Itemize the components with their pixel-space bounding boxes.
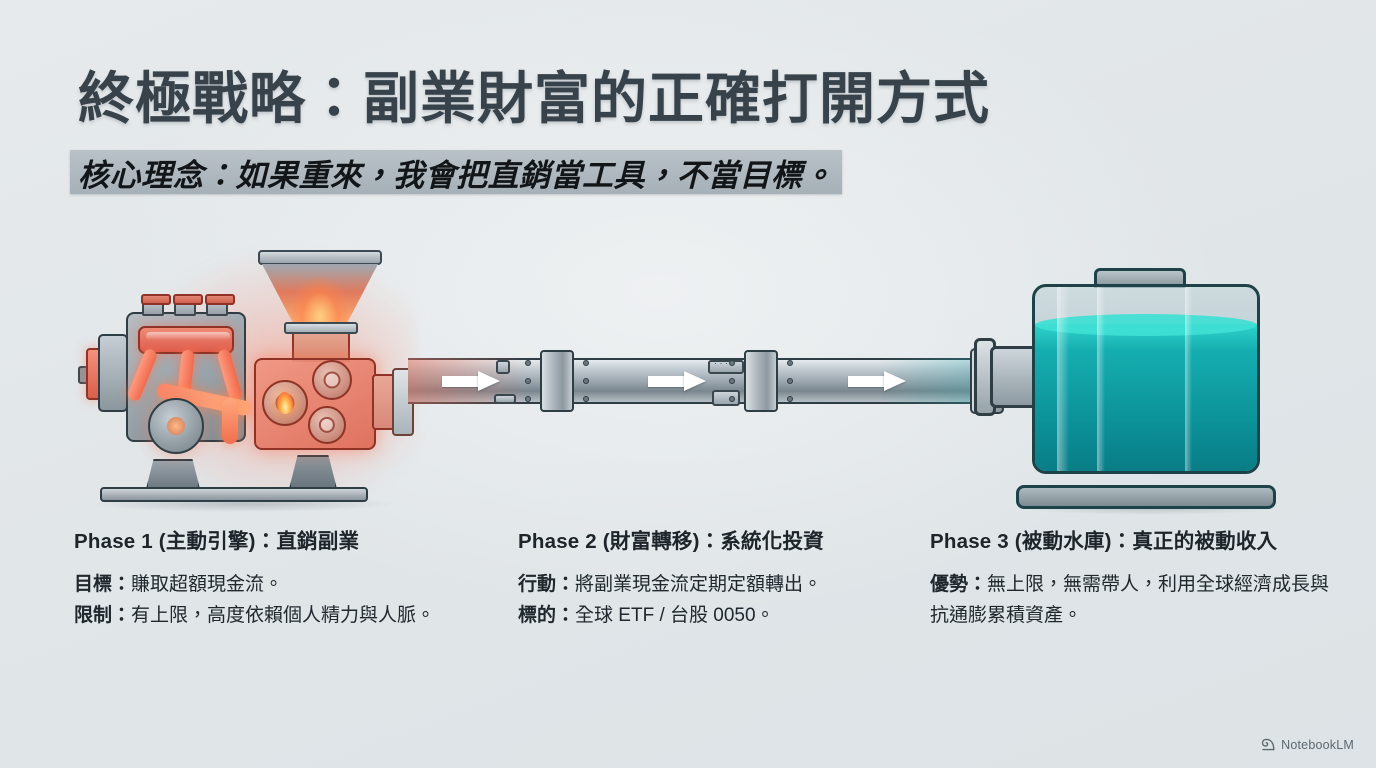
- phase-3-line-1-label: 優勢：: [930, 574, 988, 595]
- phase-2-line-1-text: 將副業現金流定期定額轉出。: [575, 574, 823, 595]
- flow-arrow-icon-2: [648, 371, 706, 391]
- phase-2-line-2-label: 標的：: [518, 604, 576, 626]
- notebooklm-label: NotebookLM: [1281, 737, 1354, 752]
- phase-1-line-1-text: 賺取超額現金流。: [131, 574, 284, 595]
- flow-arrow-icon-3: [848, 371, 906, 391]
- phase-3-line-1: 優勢：無上限，無需帶人，利用全球經濟成長與抗通膨累積資產。: [930, 570, 1330, 632]
- engine-hopper-glow: [292, 278, 348, 326]
- engine-base-plate: [100, 487, 368, 502]
- reservoir-liquid: [1035, 313, 1257, 471]
- pipeline-bolts-3: [724, 354, 740, 408]
- gear-icon-medium: [312, 360, 352, 400]
- reservoir-highlight-1: [1057, 287, 1069, 471]
- engine-hopper-rim: [258, 250, 382, 265]
- phase-1-line-1-label: 目標：: [74, 574, 132, 595]
- reservoir-highlight-3: [1185, 287, 1192, 471]
- pipeline-fitting-2: [494, 394, 516, 404]
- pipeline-flange-2: [744, 350, 778, 412]
- phase-2-line-2: 標的：全球 ETF / 台股 0050。: [518, 601, 918, 632]
- phase-1-line-2-label: 限制：: [74, 604, 132, 626]
- engine-fan-housing: [98, 334, 128, 412]
- phase-3-heading: Phase 3 (被動水庫)：真正的被動收入: [930, 530, 1278, 553]
- reservoir-illustration: [974, 268, 1282, 515]
- phase-1-line-1: 目標：賺取超額現金流。: [74, 570, 464, 601]
- phase-2-line-1-label: 行動：: [518, 574, 576, 595]
- engine-illustration: [78, 240, 416, 512]
- flow-arrow-icon-1: [442, 371, 500, 391]
- phase-2-line-2-text: 全球 ETF / 台股 0050。: [575, 604, 775, 626]
- manifold-pipe-3: [216, 348, 244, 402]
- reservoir-body: [1032, 284, 1260, 474]
- notebooklm-spiral-icon: [1261, 737, 1276, 752]
- process-illustration: [0, 228, 1376, 518]
- pipeline-bolts-4: [782, 354, 798, 408]
- engine-leg-left: [146, 459, 200, 489]
- pipeline-bolts-1: [520, 354, 536, 408]
- pipeline-illustration: [408, 348, 1008, 414]
- phase-1-heading: Phase 1 (主動引擎)：直銷副業: [74, 530, 360, 553]
- gear-icon-small: [308, 406, 346, 444]
- pipeline-fitting-4: [712, 390, 740, 406]
- manifold-downpipe: [222, 398, 238, 444]
- subtitle-highlight-bar: 核心理念：如果重來，我會把直銷當工具，不當目標。: [70, 150, 842, 194]
- page-title: 終極戰略：副業財富的正確打開方式: [78, 67, 990, 130]
- phase-column-1: Phase 1 (主動引擎)：直銷副業 目標：賺取超額現金流。 限制：有上限，高…: [74, 524, 464, 632]
- reservoir-highlight-2: [1097, 287, 1105, 471]
- phase-1-line-2-text: 有上限，高度依賴個人精力與人脈。: [131, 604, 436, 626]
- phase-2-heading: Phase 2 (財富轉移)：系統化投資: [518, 530, 824, 553]
- engine-hopper-collar: [284, 322, 358, 334]
- engine-cylinder-3: [205, 294, 235, 316]
- engine-cylinder-1: [141, 294, 171, 316]
- phase-column-3: Phase 3 (被動水庫)：真正的被動收入 優勢：無上限，無需帶人，利用全球經…: [930, 524, 1330, 632]
- subtitle-text: 核心理念：如果重來，我會把直銷當工具，不當目標。: [78, 157, 834, 193]
- engine-pulley: [148, 398, 204, 454]
- pipeline-fitting-3: [708, 358, 744, 374]
- pipeline-fitting-1: [496, 360, 510, 374]
- engine-cylinder-2: [173, 294, 203, 316]
- pipeline-flange-1: [540, 350, 574, 412]
- engine-exhaust-manifold: [126, 347, 268, 444]
- phase-2-line-1: 行動：將副業現金流定期定額轉出。: [518, 570, 918, 601]
- phase-3-line-1-text: 無上限，無需帶人，利用全球經濟成長與抗通膨累積資產。: [930, 574, 1330, 626]
- phase-1-line-2: 限制：有上限，高度依賴個人精力與人脈。: [74, 601, 464, 632]
- notebooklm-watermark: NotebookLM: [1261, 737, 1354, 752]
- pipeline-bolts-2: [578, 354, 594, 408]
- phase-column-2: Phase 2 (財富轉移)：系統化投資 行動：將副業現金流定期定額轉出。 標的…: [518, 524, 918, 632]
- reservoir-base: [1016, 485, 1276, 509]
